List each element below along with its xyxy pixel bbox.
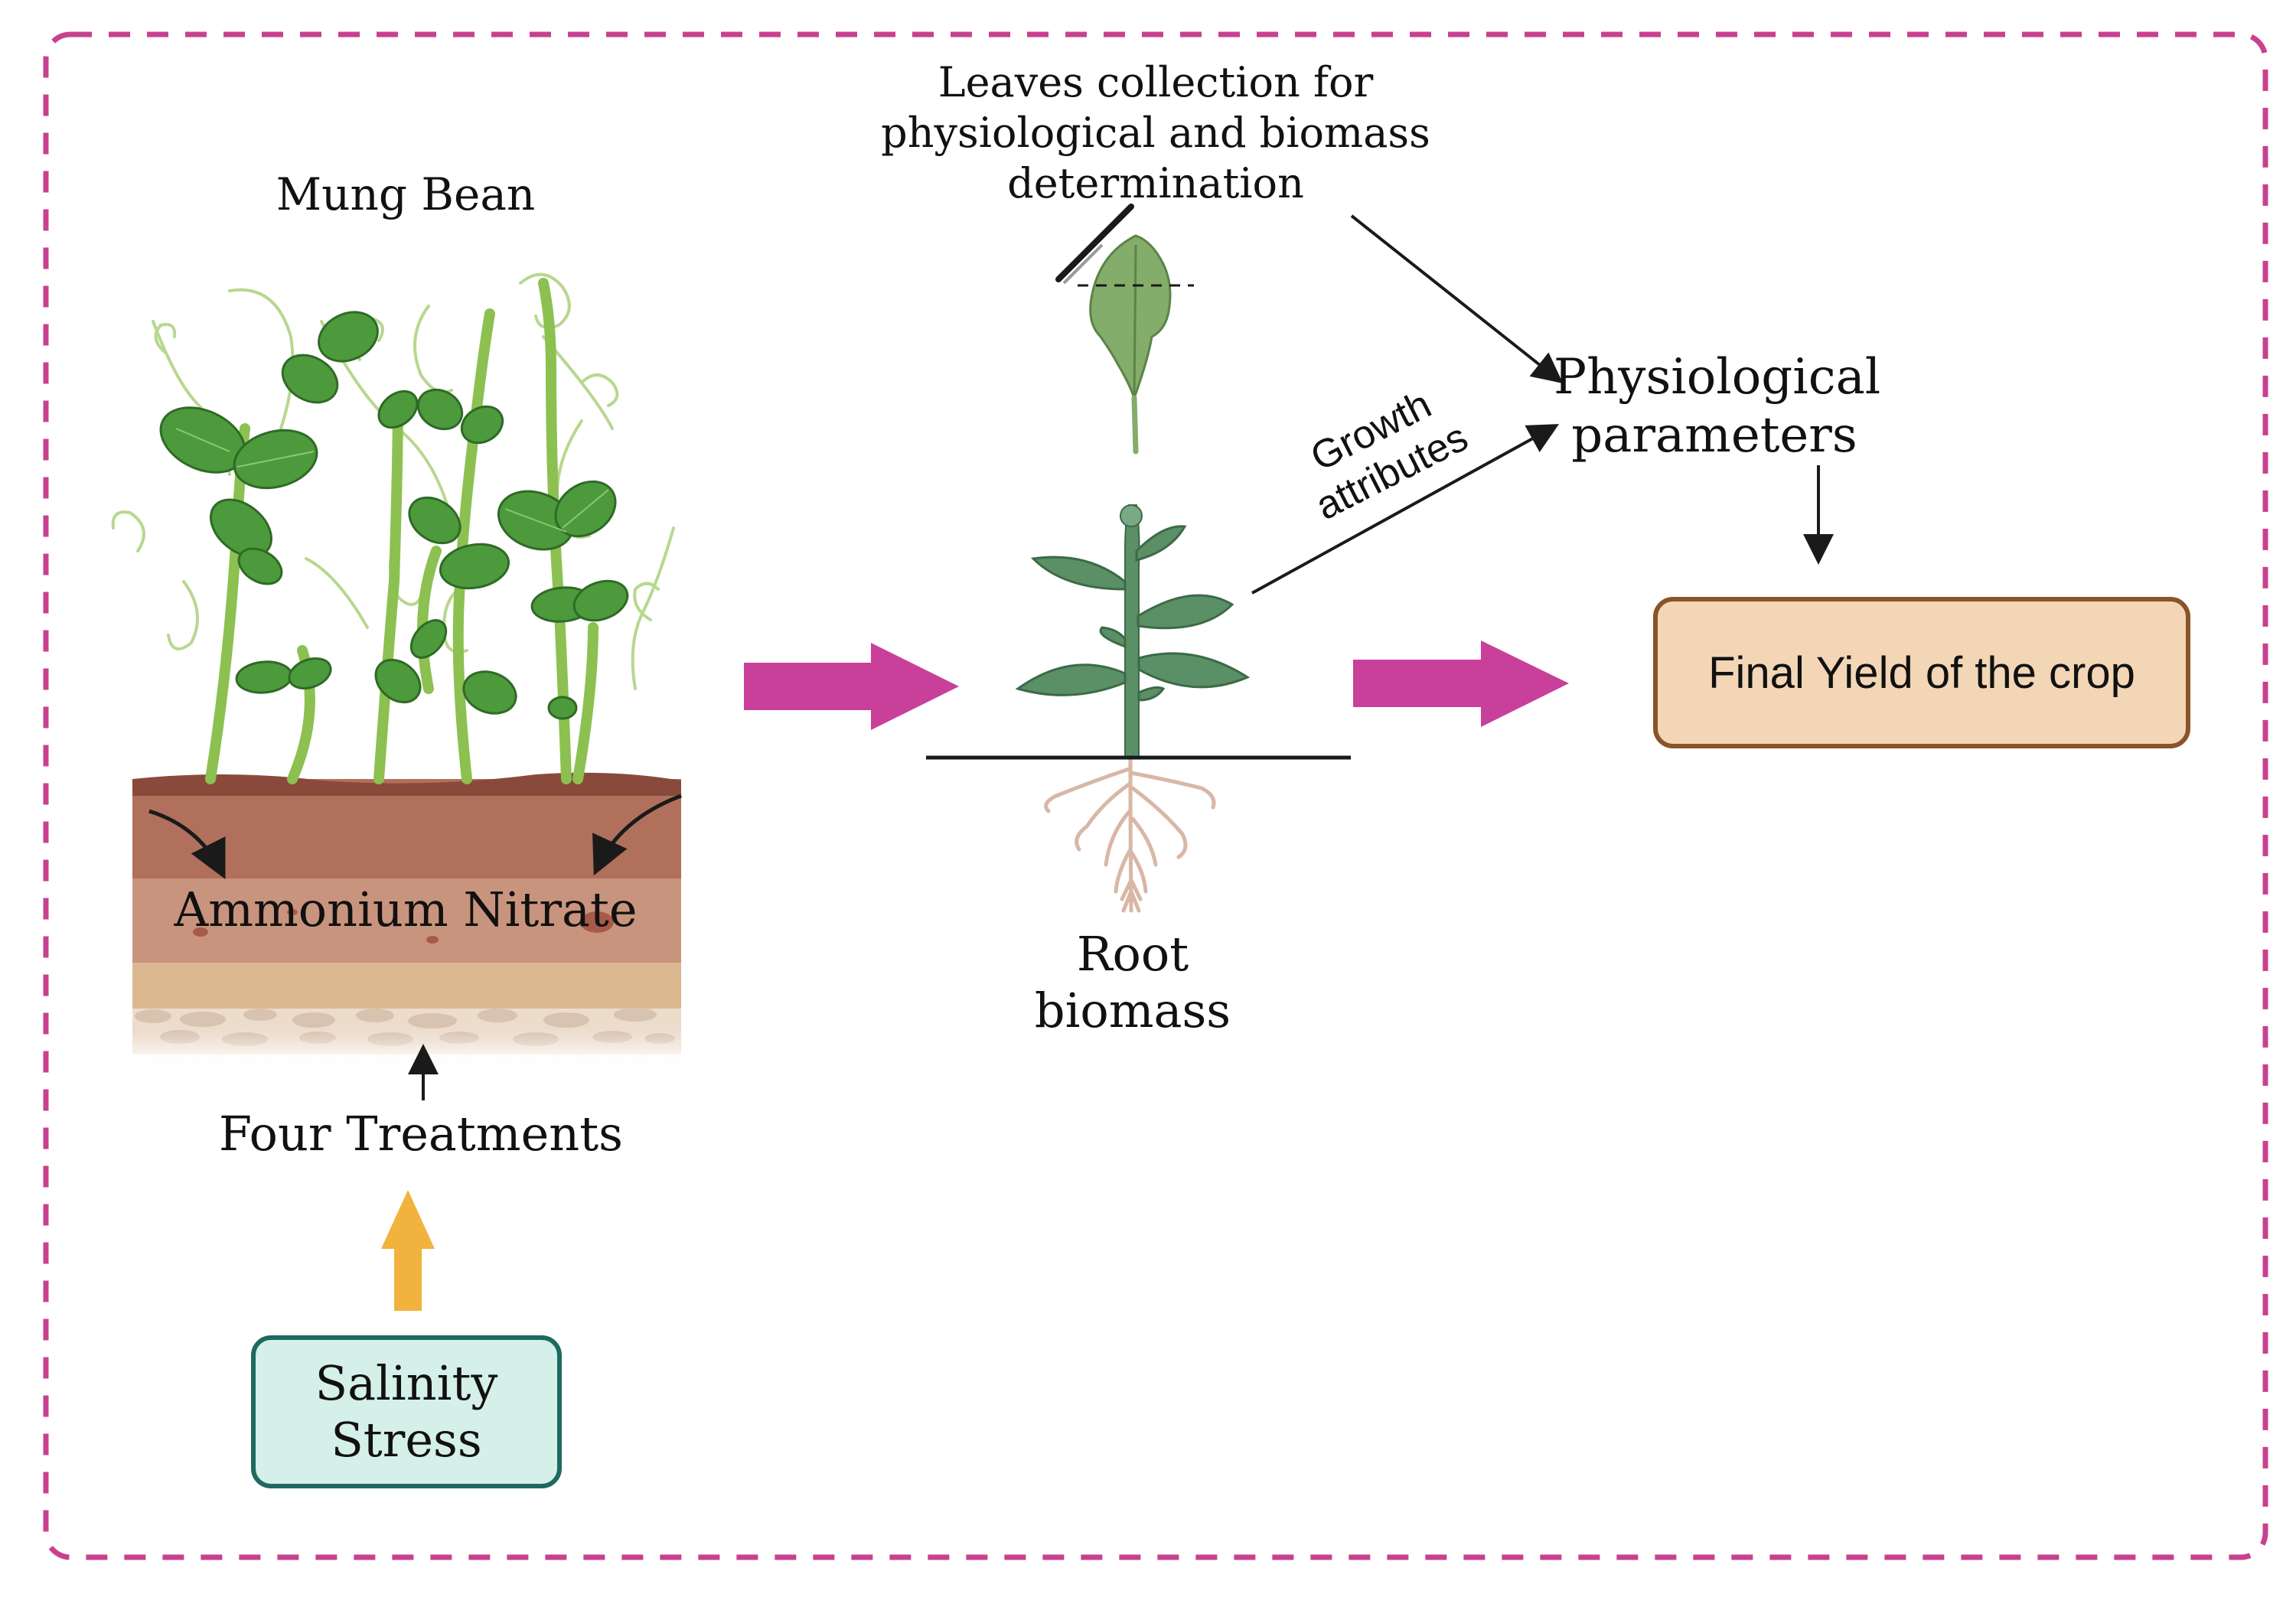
- scalpel-icon: [1055, 204, 1134, 285]
- root-biomass-label: Root biomass: [1018, 926, 1247, 1039]
- arrow-stress-to-treatments: [381, 1190, 435, 1311]
- physiological-parameters-label: Physiological parameters: [1554, 348, 1881, 464]
- leaves-collection-label: Leaves collection for physiological and …: [880, 57, 1431, 209]
- final-yield-label: Final Yield of the crop: [1708, 647, 2135, 698]
- leaves-line-3: determination: [1007, 159, 1304, 207]
- arrow-leaves-to-physio: [1350, 214, 1564, 383]
- final-yield-box: Final Yield of the crop: [1653, 597, 2190, 748]
- leaves-line-1: Leaves collection for: [938, 58, 1374, 106]
- soil-layers-icon: [132, 772, 682, 1064]
- physio-line-1: Physiological: [1554, 349, 1881, 406]
- leaves-line-2: physiological and biomass: [881, 109, 1430, 157]
- soil-label: Ammonium Nitrate: [174, 882, 638, 937]
- arrow-growth-to-physio: [1251, 424, 1560, 595]
- mung-bean-title: Mung Bean: [276, 168, 536, 220]
- root-line-2: biomass: [1034, 983, 1231, 1038]
- arrow-sapling-to-yield: [1353, 641, 1569, 727]
- stress-line-1: Salinity: [315, 1355, 498, 1411]
- mung-bean-plants-icon: [111, 272, 675, 784]
- salinity-stress-box: Salinity Stress: [251, 1335, 562, 1488]
- treatments-label: Four Treatments: [219, 1106, 623, 1162]
- physio-line-2: parameters: [1571, 407, 1857, 464]
- dashed-frame: [43, 31, 2268, 1560]
- arrow-soil-to-sapling: [744, 643, 959, 730]
- root-line-1: Root: [1076, 926, 1189, 982]
- leaf-icon: [1089, 234, 1172, 455]
- plant-with-roots-icon: [926, 504, 1351, 913]
- stress-line-2: Stress: [331, 1412, 482, 1468]
